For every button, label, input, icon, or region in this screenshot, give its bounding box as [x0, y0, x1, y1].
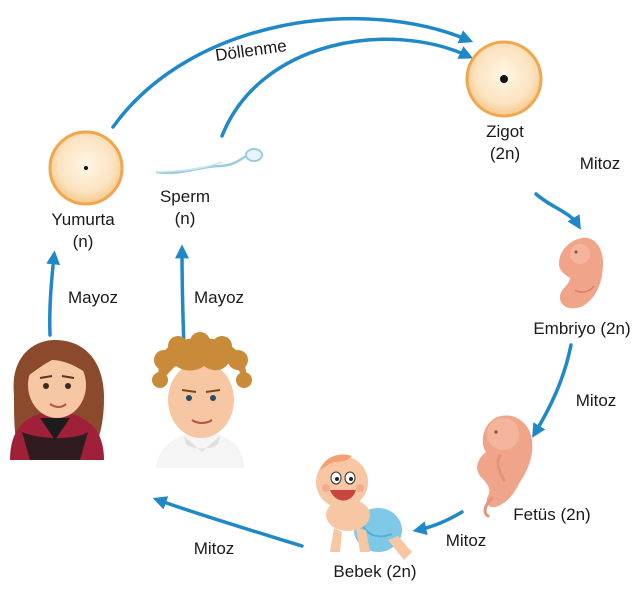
- arrow-embriyo-to-fetus: [535, 345, 571, 433]
- mayoz-text-male: Mayoz: [186, 287, 252, 309]
- embriyo-name: Embriyo (2n): [520, 318, 644, 340]
- sperm-label: Sperm (n): [150, 186, 220, 230]
- mayoz-female-label: Mayoz: [60, 287, 126, 309]
- zigot-label: Zigot (2n): [480, 121, 530, 165]
- sperm-ploidy: (n): [150, 208, 220, 230]
- fetus-icon: [477, 415, 532, 516]
- mitoz-bebek-adult-label: Mitoz: [184, 538, 244, 560]
- mitoz-text-2: Mitoz: [566, 390, 626, 412]
- bebek-name: Bebek (2n): [315, 561, 435, 583]
- baby-icon: [316, 455, 412, 560]
- yumurta-ploidy: (n): [28, 231, 138, 253]
- girl-face: [10, 340, 104, 460]
- arrow-female-to-yumurta: [50, 256, 54, 335]
- sperm-name: Sperm: [150, 186, 220, 208]
- zigot-cell: [467, 42, 541, 116]
- arrow-fetus-to-bebek: [418, 512, 462, 530]
- embryo-icon: [559, 238, 603, 309]
- fetus-name: Fetüs (2n): [500, 504, 604, 526]
- arrow-zigot-to-embriyo: [536, 194, 578, 225]
- mayoz-male-label: Mayoz: [186, 287, 252, 309]
- mitoz-fetus-bebek-label: Mitoz: [436, 530, 496, 552]
- bebek-label: Bebek (2n): [315, 561, 435, 583]
- yumurta-name: Yumurta: [28, 209, 138, 231]
- mitoz-embriyo-fetus-label: Mitoz: [566, 390, 626, 412]
- yumurta-label: Yumurta (n): [28, 209, 138, 253]
- mitoz-text-1: Mitoz: [570, 153, 630, 175]
- zigot-name: Zigot: [480, 121, 530, 143]
- embriyo-label: Embriyo (2n): [520, 318, 644, 340]
- fetus-label: Fetüs (2n): [500, 504, 604, 526]
- yumurta-cell: [50, 132, 122, 204]
- mitoz-zigot-embriyo-label: Mitoz: [570, 153, 630, 175]
- sperm-cell: [156, 149, 262, 173]
- arrow-male-to-sperm: [182, 250, 184, 348]
- mayoz-text-female: Mayoz: [60, 287, 126, 309]
- boy-face: [152, 332, 252, 468]
- zigot-ploidy: (2n): [480, 143, 530, 165]
- mitoz-text-3: Mitoz: [436, 530, 496, 552]
- mitoz-text-4: Mitoz: [184, 538, 244, 560]
